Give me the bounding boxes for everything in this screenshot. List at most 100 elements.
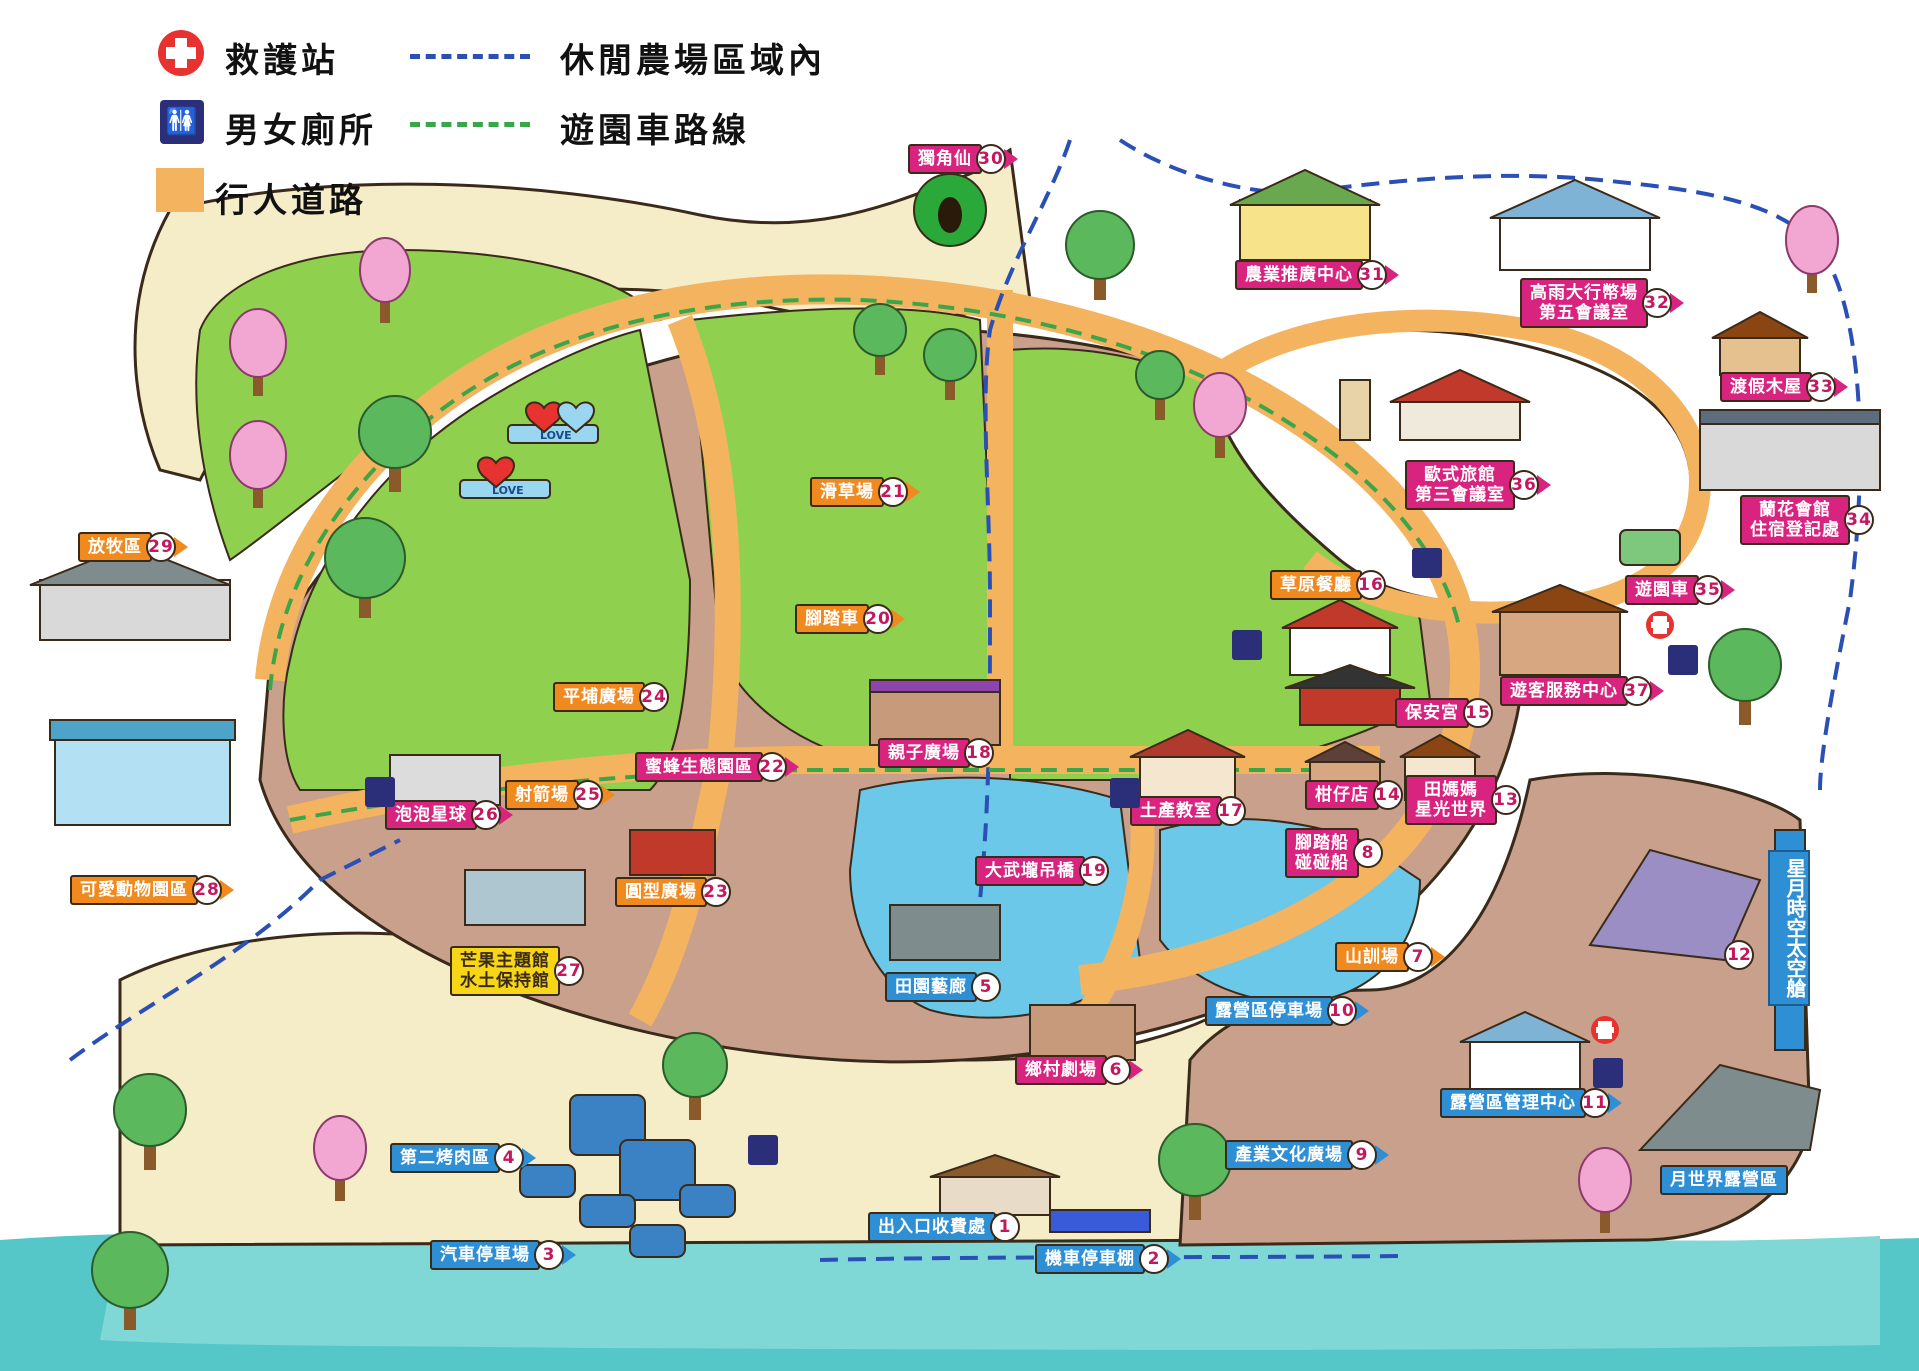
place-29-arrow [174,537,188,557]
restroom-marker [1110,778,1140,808]
place-7-name: 山訓場 [1335,942,1409,972]
first-aid-cross-h [166,47,196,59]
place-25-arrow [601,785,615,805]
place-22-arrow [785,757,799,777]
place-11-name: 露營區管理中心 [1440,1088,1586,1118]
place-1-name: 出入口收費處 [868,1212,996,1242]
place-36-line1: 歐式旅館 [1424,465,1496,485]
place-22-name: 蜜蜂生態園區 [635,752,763,782]
love-signs: LOVE LOVE [459,401,599,499]
place-36-arrow [1537,475,1551,495]
walkway-south [1079,798,1155,1017]
place-34-line2: 住宿登記處 [1750,520,1840,540]
restroom-marker [1593,1058,1623,1088]
place-27-line1: 芒果主題館 [460,951,550,971]
place-9-arrow [1375,1145,1389,1165]
place-22-number: 22 [757,752,787,782]
legend-tram-route: 遊園車路線 [560,111,750,151]
place-13-line2: 星光世界 [1415,800,1487,820]
lawn-west [282,328,692,791]
place-6-name: 鄉村劇場 [1015,1055,1107,1085]
place-35-arrow [1721,580,1735,600]
place-23-name: 圓型廣場 [615,877,707,907]
pink-trees [229,205,1839,1233]
place-26-number: 26 [471,800,501,830]
place-1-number: 1 [990,1212,1020,1242]
restroom-marker [1232,630,1262,660]
place-31-arrow [1385,265,1399,285]
place-20-arrow [891,609,905,629]
moon-camp[interactable]: 月世界露營區 [1660,1165,1788,1195]
place-16-name: 草原餐廳 [1270,570,1362,600]
place-2-number: 2 [1139,1244,1169,1274]
place-21-name: 滑草場 [810,477,884,507]
place-35-number: 35 [1693,575,1723,605]
legend-first-aid: 救護站 [225,41,339,81]
place-15-name: 保安宮 [1395,698,1469,728]
place-36-name: 歐式旅館第三會議室 [1405,460,1515,510]
place-10-number: 10 [1327,996,1357,1026]
place-4-name: 第二烤肉區 [390,1143,500,1173]
place-3-arrow [562,1245,576,1265]
place-13-number: 13 [1491,785,1521,815]
tram-swatch [410,122,530,127]
place-32-name: 高雨大行幣場第五會議室 [1520,278,1648,328]
place-3-number: 3 [534,1240,564,1270]
place-8-line2: 碰碰船 [1295,853,1349,873]
place-30-name: 獨角仙 [908,144,982,174]
place-30-number: 30 [976,144,1006,174]
place-28-arrow [220,880,234,900]
place-24-name: 平埔廣場 [553,682,645,712]
place-5-number: 5 [971,972,1001,1002]
restroom-icon: 🚻 [160,100,204,144]
place-12-name[interactable]: 星月時空太空艙 [1768,850,1810,1006]
place-9-name: 產業文化廣場 [1225,1140,1353,1170]
place-10-name: 露營區停車場 [1205,996,1333,1026]
walkway-swatch [156,168,204,212]
place-25-name: 射箭場 [505,780,579,810]
place-8-number: 8 [1353,838,1383,868]
place-19-name: 大武壠吊橋 [975,856,1085,886]
place-6-arrow [1129,1060,1143,1080]
place-2-name: 機車停車棚 [1035,1244,1145,1274]
place-21-number: 21 [878,477,908,507]
vehicles [519,529,1681,1258]
place-36-line2: 第三會議室 [1415,485,1505,505]
